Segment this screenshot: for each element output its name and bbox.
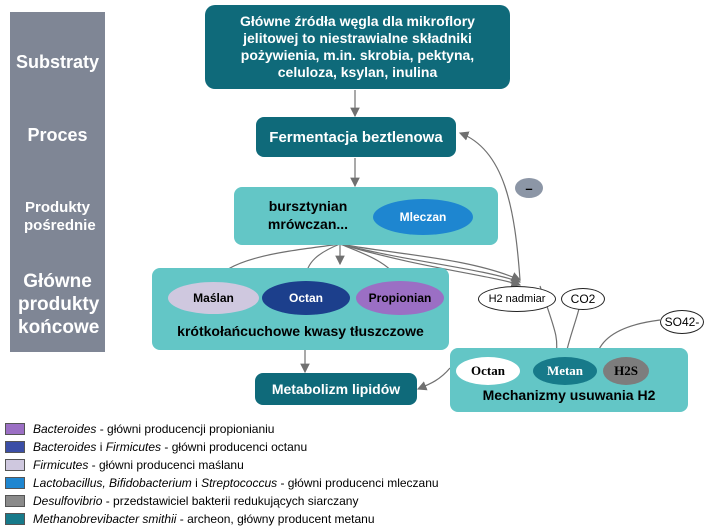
legend-taxon: Methanobrevibacter smithii (33, 511, 177, 526)
legend-swatch (5, 512, 25, 525)
stage-label-intermediates: Produkty pośrednie (24, 199, 96, 234)
legend-item-acetate: Bacteroides i Firmicutes - główni produc… (5, 439, 307, 454)
legend-desc: - główni producencji propionianiu (96, 421, 275, 436)
h2-removal-label: Mechanizmy usuwania H2 (482, 387, 656, 403)
legend-desc: - główni producenci mleczanu (277, 475, 439, 490)
acetate-ellipse: Octan (262, 281, 350, 315)
legend-swatch (5, 494, 25, 507)
intermediates-text: bursztynian mrówczan... (267, 198, 349, 232)
legend-desc: - archeon, główny producent metanu (176, 511, 375, 526)
stage-sidebar (10, 12, 105, 352)
stage-label-substrates: Substraty (15, 52, 100, 72)
scfa-label: krótkołańcuchowe kwasy tłuszczowe (177, 323, 424, 339)
legend-taxon-2: Firmicutes (105, 439, 162, 454)
so4-ellipse: SO42- (660, 310, 704, 334)
co2-ellipse: CO2 (561, 288, 605, 310)
legend-swatch (5, 422, 25, 435)
lipid-metabolism-box: Metabolizm lipidów (255, 373, 417, 405)
legend-taxon: Bacteroides (33, 439, 97, 454)
legend-item-lactate: Lactobacillus, Bifidobacterium i Strepto… (5, 475, 439, 490)
h2s-ellipse: H2S (603, 357, 649, 385)
legend-taxon: Firmicutes (33, 457, 89, 472)
legend-join: i (96, 439, 106, 454)
fermentation-box: Fermentacja beztlenowa (256, 117, 456, 157)
legend-item-methane: Methanobrevibacter smithii - archeon, gł… (5, 511, 375, 526)
legend-join: i (191, 475, 202, 490)
legend-taxon-2: Streptococcus (201, 475, 278, 490)
legend-swatch (5, 458, 25, 471)
legend-desc: - przedstawiciel bakterii redukujących s… (102, 493, 359, 508)
legend-item-sulfate: Desulfovibrio - przedstawiciel bakterii … (5, 493, 358, 508)
inhibition-minus-circle: – (515, 178, 543, 198)
h2-excess-ellipse: H2 nadmiar (478, 286, 556, 312)
legend-desc: - główni producenci octanu (161, 439, 308, 454)
legend-swatch (5, 476, 25, 489)
butyrate-ellipse: Maślan (168, 282, 259, 314)
legend-item-butyrate: Firmicutes - główni producenci maślanu (5, 457, 244, 472)
legend-item-propionate: Bacteroides - główni producencji propion… (5, 421, 274, 436)
propionate-ellipse: Propionian (356, 281, 444, 315)
lactate-ellipse: Mleczan (373, 199, 473, 235)
stage-label-end-products: Główne produkty końcowe (18, 271, 100, 338)
methane-ellipse: Metan (533, 357, 597, 385)
legend-taxon: Bacteroides (33, 421, 97, 436)
carbon-sources-box: Główne źródła węgla dla mikroflory jelit… (205, 5, 510, 89)
stage-label-process: Proces (27, 125, 88, 145)
legend-swatch (5, 440, 25, 453)
h2-acetate-ellipse: Octan (456, 357, 520, 385)
legend-taxon: Lactobacillus, Bifidobacterium (33, 475, 192, 490)
legend-taxon: Desulfovibrio (33, 493, 103, 508)
legend-desc: - główni producenci maślanu (88, 457, 244, 472)
